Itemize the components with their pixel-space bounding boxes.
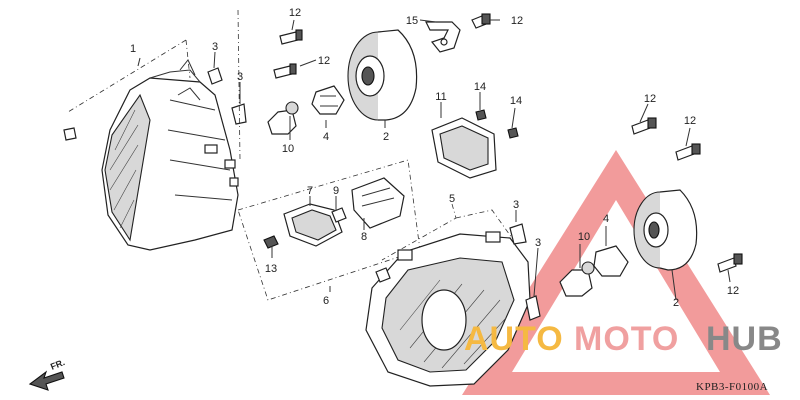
callout-3-c: 3 [513,199,519,211]
callout-labels: 1 2 2 3 3 3 3 4 4 5 6 7 8 9 10 10 11 12 … [130,7,739,309]
callout-12-b: 12 [318,55,330,67]
dust-cover-upper [347,29,418,121]
callout-11: 11 [435,91,446,103]
bolt-12-c [471,13,491,29]
callout-8: 8 [361,231,367,243]
bolt-12-d [631,117,657,135]
bolt-12-b [273,63,297,79]
socket-upper [311,85,345,115]
position-lamp-housing [283,203,343,247]
position-light-lens [431,117,497,179]
dust-cover-lower [633,189,698,271]
bolt-12-a [279,29,303,45]
callout-5: 5 [449,193,455,205]
clip-upper [207,67,223,85]
screw-13 [263,235,279,249]
callout-12-d: 12 [644,93,656,105]
watermark-logo: AUTO MOTO HUB [464,320,783,358]
bolt-12-e [675,143,701,161]
callout-13: 13 [265,263,277,275]
watermark-text-hub: HUB [706,320,783,358]
callout-12-e: 12 [684,115,696,127]
bolt-left [63,127,77,141]
callout-9: 9 [333,185,339,197]
callout-12-f: 12 [727,285,739,297]
callout-1: 1 [130,43,136,55]
direction-arrow: FR. [28,357,66,391]
headlight-unit-right [365,231,531,387]
headlight-unit-left [101,59,239,251]
bolt-12-f [717,253,743,273]
bracket-stay [425,21,461,53]
callout-14-a: 14 [474,81,486,93]
callout-10-lower: 10 [578,231,590,243]
callout-2-upper: 2 [383,131,389,143]
small-bulb [331,207,347,223]
screw-14-b [507,127,519,139]
watermark-triangle [462,150,770,395]
callout-12-c: 12 [511,15,523,27]
clip-right-a [509,223,527,245]
direction-label: FR. [49,357,66,372]
watermark-text-auto: AUTO [464,320,564,358]
callout-10-upper: 10 [282,143,294,155]
document-code: KPB3-F0100A [696,381,768,393]
clip-right-b [525,295,541,321]
screw-14-a [475,109,487,121]
callout-15: 15 [406,15,418,27]
callout-4-upper: 4 [323,131,329,143]
bulb-lower [559,261,595,297]
bolt-right-unit [375,267,391,283]
position-socket [351,177,405,229]
callout-12-a: 12 [289,7,301,19]
callout-7: 7 [307,185,313,197]
watermark-text-moto: MOTO [574,320,679,358]
callout-3-d: 3 [535,237,541,249]
leader-lines [67,9,731,301]
callout-3-a: 3 [212,41,218,53]
bulb-upper [267,101,299,135]
callout-2-lower: 2 [673,297,679,309]
callout-6: 6 [323,295,329,307]
callout-4-lower: 4 [603,213,609,225]
socket-lower [593,245,629,277]
callout-3-b: 3 [237,71,243,83]
callout-14-b: 14 [510,95,522,107]
